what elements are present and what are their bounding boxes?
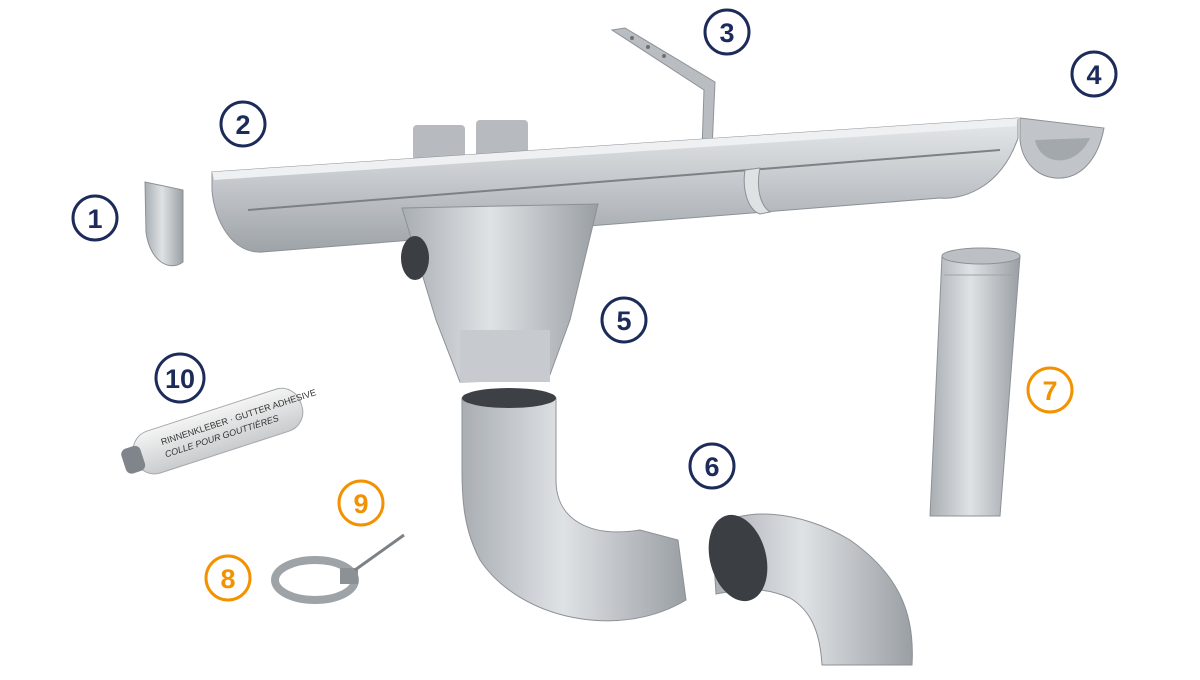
- pipe-clip: [271, 533, 405, 604]
- svg-text:1: 1: [87, 204, 102, 234]
- downpipe: [929, 247, 1021, 517]
- callout-10: 10: [154, 352, 206, 404]
- svg-text:6: 6: [704, 452, 719, 482]
- svg-text:4: 4: [1086, 60, 1101, 90]
- callout-1: 1: [71, 194, 119, 242]
- gutter-end-cap-left: [144, 181, 184, 267]
- callout-5: 5: [600, 296, 648, 344]
- half-round-gutter: [211, 117, 1019, 253]
- svg-text:7: 7: [1042, 376, 1057, 406]
- callout-2: 2: [219, 100, 267, 148]
- callout-7: 7: [1026, 366, 1074, 414]
- callout-4: 4: [1070, 50, 1118, 98]
- svg-text:5: 5: [616, 306, 631, 336]
- downpipe-bend: [461, 388, 687, 622]
- gutter-end-cap-right: [1019, 117, 1105, 179]
- callout-8: 8: [204, 554, 252, 602]
- gutter-adhesive-tube: RINNENKLEBER · GUTTER ADHESIVE COLLE POU…: [121, 387, 317, 475]
- gutter-hanger-bracket: [610, 27, 716, 151]
- callout-6: 6: [688, 442, 736, 490]
- downpipe-elbow: [708, 513, 913, 666]
- svg-text:10: 10: [165, 364, 195, 394]
- svg-text:2: 2: [235, 110, 250, 140]
- svg-text:3: 3: [719, 18, 734, 48]
- callout-3: 3: [703, 8, 751, 56]
- callout-9: 9: [337, 479, 385, 527]
- svg-text:8: 8: [220, 564, 235, 594]
- svg-text:9: 9: [353, 489, 368, 519]
- gutter-outlet: [401, 203, 599, 383]
